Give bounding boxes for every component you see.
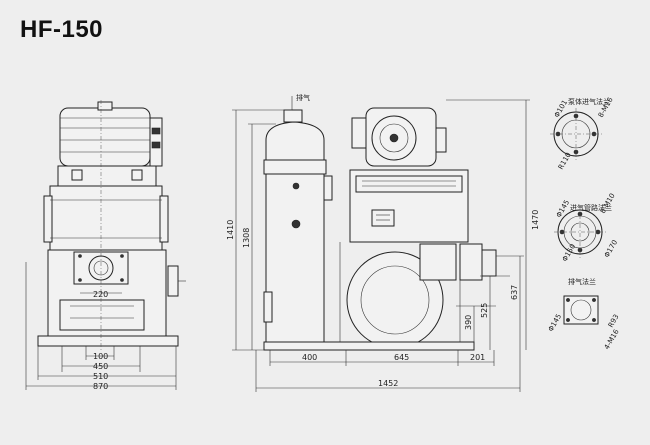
- flange1-diameter: Φ101: [553, 99, 569, 119]
- dim-400: 400: [302, 353, 317, 362]
- flange-detail-1: 泵体进气法兰 Φ101 8-M16 R110: [550, 96, 615, 171]
- dim-1308: 1308: [242, 228, 251, 248]
- label-inlet-pipe-flange: 进气管路法兰: [570, 203, 612, 212]
- dim-637: 637: [510, 285, 519, 300]
- flange3-radius: R93: [607, 313, 621, 329]
- dim-201: 201: [470, 353, 485, 362]
- flange-detail-2: 进气管路法兰 Φ145 8-M10 Φ150 Φ170: [554, 192, 619, 263]
- dim-390: 390: [464, 315, 473, 330]
- flange3-holes: 4-M16: [603, 328, 621, 351]
- dim-1470: 1470: [531, 210, 540, 230]
- label-pump-inlet-flange: 泵体进气法兰: [568, 97, 610, 106]
- dim-870: 870: [93, 382, 108, 391]
- dim-510: 510: [93, 372, 108, 381]
- side-view: 排气: [226, 93, 540, 392]
- flange2-diameter: Φ145: [555, 199, 571, 219]
- dim-100: 100: [93, 352, 108, 361]
- front-view: 220 100 450 510 870: [25, 100, 186, 391]
- label-exhaust-top: 排气: [296, 93, 310, 102]
- tank-head: [265, 121, 325, 161]
- dim-645: 645: [394, 353, 409, 362]
- tank-band: [263, 159, 327, 175]
- tank-body: [265, 173, 325, 343]
- flange1-radius: R110: [557, 151, 573, 171]
- dim-450: 450: [93, 362, 108, 371]
- tank-top-outlet: [283, 109, 303, 123]
- front-motor: [59, 107, 151, 167]
- front-base: [37, 335, 179, 347]
- dim-220: 220: [93, 290, 108, 299]
- front-roots-body: [49, 185, 163, 251]
- dim-1410: 1410: [226, 220, 235, 240]
- roots-nameplate-strip: [355, 175, 463, 193]
- flange-detail-3: 排气法兰 Φ145 R93 4-M16: [547, 277, 621, 351]
- backing-pump-inlet: [419, 243, 457, 281]
- side-base: [263, 341, 475, 351]
- model-title: HF-150: [20, 16, 104, 43]
- roots-nameplate: [371, 209, 395, 227]
- label-exhaust-flange: 排气法兰: [568, 277, 596, 286]
- flange3-diameter: Φ145: [547, 313, 563, 333]
- dim-1452: 1452: [378, 379, 398, 388]
- flange2-outer: Φ170: [603, 239, 619, 259]
- motor-fan-cover: [371, 115, 417, 161]
- front-motor-lifting-eye: [97, 101, 113, 111]
- dim-525: 525: [480, 303, 489, 318]
- exhaust-pipe: [459, 243, 483, 281]
